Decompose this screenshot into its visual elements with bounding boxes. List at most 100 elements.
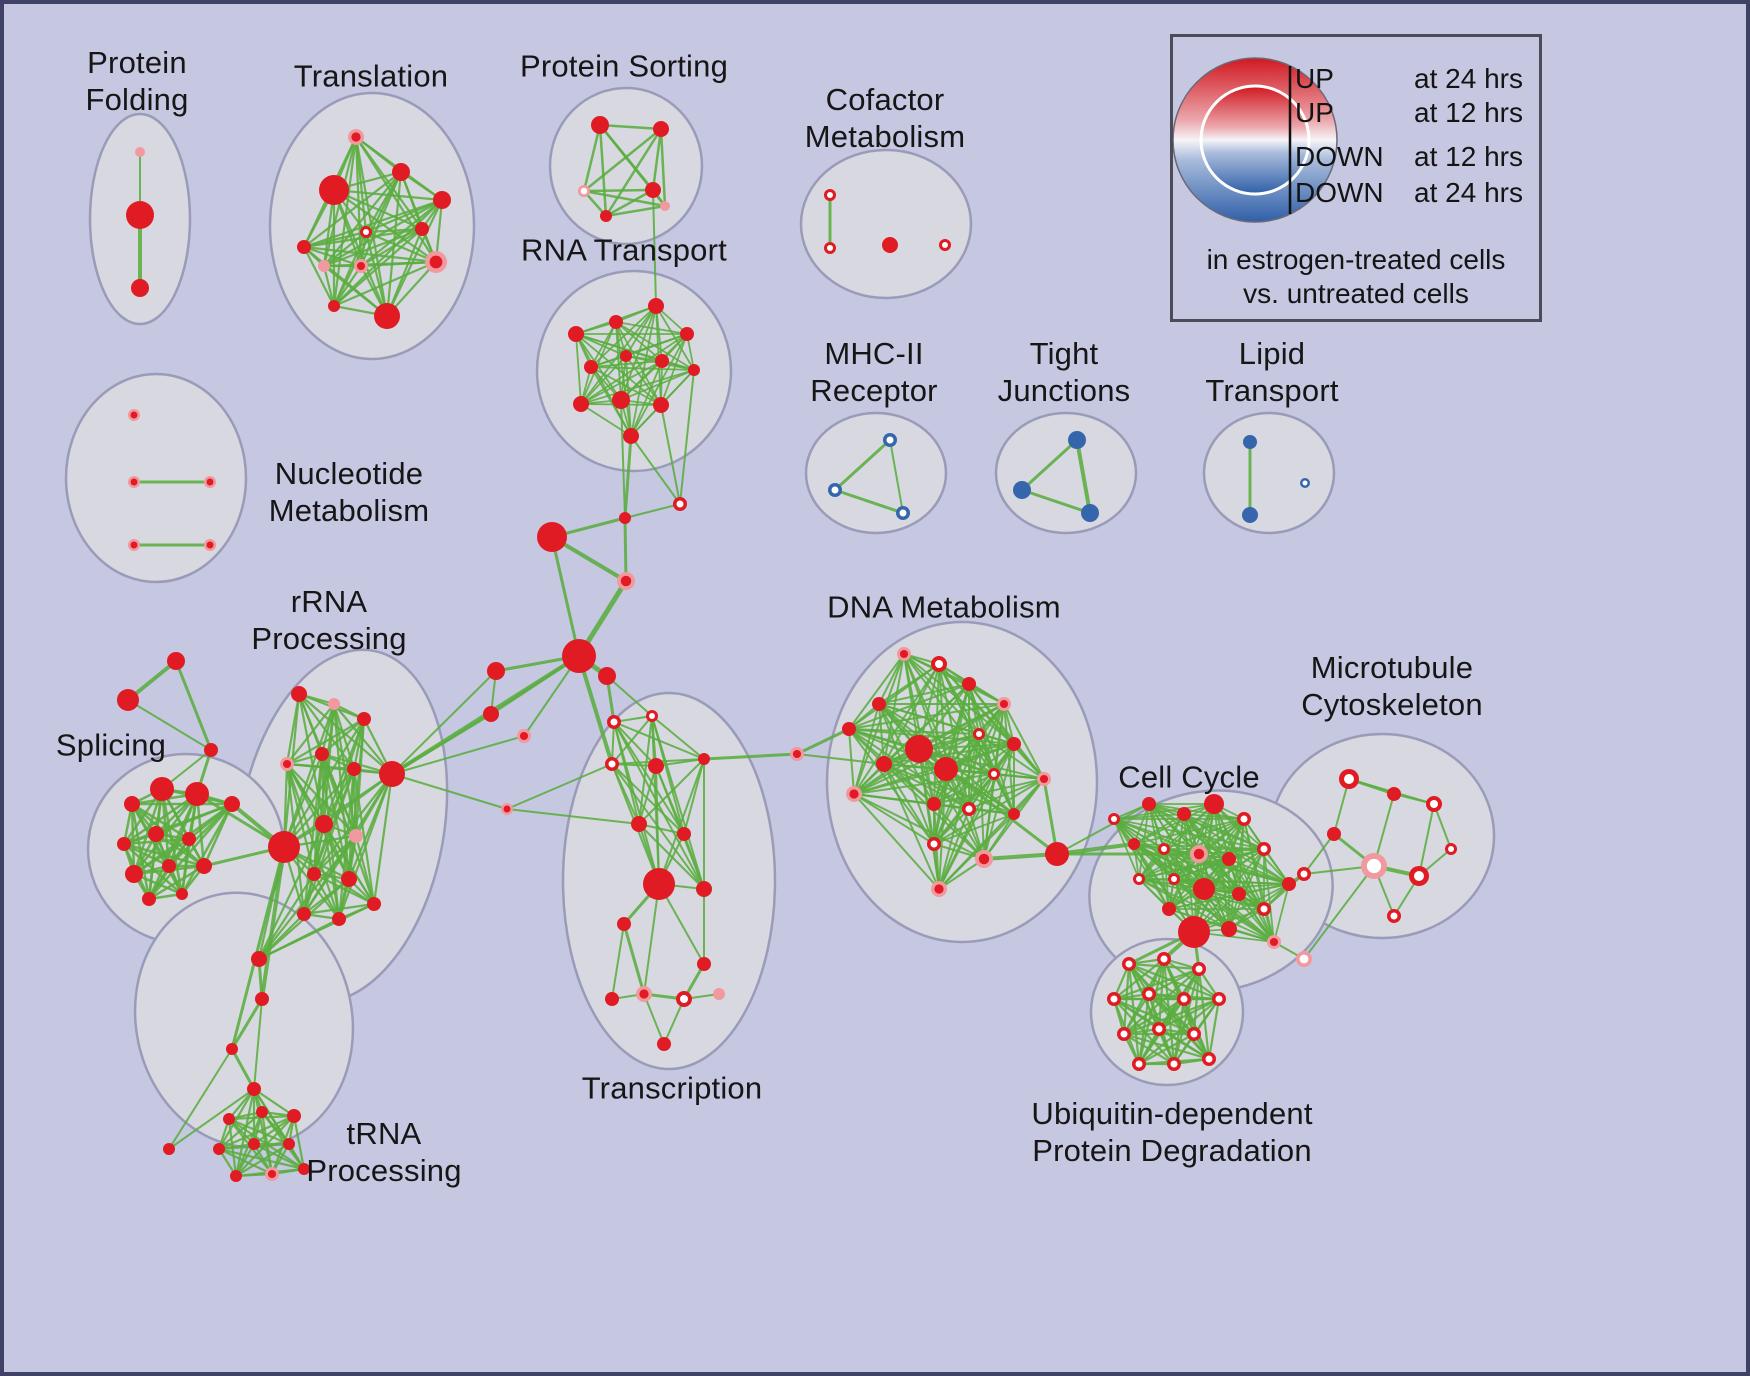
gene-node [487, 662, 505, 680]
edge [1198, 848, 1265, 855]
edge [968, 778, 1045, 810]
gene-node [163, 1143, 175, 1155]
gene-node [1136, 876, 1142, 882]
gene-node [899, 509, 907, 517]
edge [625, 333, 688, 357]
gene-node [130, 541, 138, 549]
edge [354, 834, 376, 906]
edge [285, 702, 336, 766]
gene-node [374, 303, 400, 329]
cluster-label-protein-folding: Protein Folding [85, 44, 189, 117]
gene-node [1125, 960, 1133, 968]
gene-node [1177, 807, 1191, 821]
edge [613, 721, 657, 767]
cluster-label-mhc-ii-receptor: MHC-II Receptor [810, 335, 938, 408]
edge [630, 435, 681, 505]
gene-node [680, 995, 688, 1003]
cluster-label-rrna-processing: rRNA Processing [251, 583, 407, 656]
edge [878, 683, 970, 705]
edge [623, 434, 633, 520]
gene-node [905, 735, 933, 763]
gene-node [124, 796, 140, 812]
gene-node [842, 722, 856, 736]
edge [282, 752, 324, 849]
edge [385, 227, 424, 318]
edge [878, 653, 905, 705]
edge [993, 773, 1045, 780]
legend-direction-down-12: DOWN [1295, 141, 1384, 172]
edge [1133, 818, 1245, 845]
edge [613, 721, 685, 835]
gene-node [226, 1043, 238, 1055]
edge [604, 188, 655, 218]
gene-node [1178, 916, 1210, 948]
gene-node [126, 201, 154, 229]
edge [933, 803, 985, 860]
gene-node [886, 436, 894, 444]
gene-nodes [117, 116, 1457, 1182]
gene-node [1160, 955, 1168, 963]
edge [260, 845, 286, 1001]
gene-node [660, 201, 670, 211]
cluster-label-rna-transport: RNA Transport [521, 232, 727, 268]
gene-node [573, 396, 589, 412]
cluster-label-translation: Translation [293, 58, 449, 94]
gene-node [608, 760, 616, 768]
edge [1112, 957, 1166, 1001]
gene-node [648, 298, 664, 314]
edge [1003, 703, 1015, 815]
edge [359, 260, 438, 268]
gene-node [130, 478, 138, 486]
cluster-label-microtubule-cytoskeleton: Microtubule Cytoskeleton [1301, 649, 1483, 722]
gene-node [125, 865, 143, 883]
gene-node [135, 147, 145, 157]
cluster-ellipse-mhc-ii-receptor [804, 411, 948, 535]
gene-node [248, 1138, 260, 1150]
gene-node [206, 541, 214, 549]
edge [132, 837, 191, 876]
edge [1303, 865, 1375, 960]
gene-node [1299, 954, 1309, 964]
edge [1055, 842, 1136, 856]
edge [1122, 997, 1186, 1036]
legend-time-12-down: at 12 hrs [1414, 141, 1523, 172]
edge [611, 923, 625, 1000]
gene-node [849, 789, 859, 799]
gene-node [328, 300, 340, 312]
gene-node [1161, 846, 1167, 852]
edge [230, 845, 286, 1051]
edge [1133, 803, 1215, 845]
cluster-label-protein-sorting: Protein Sorting [519, 48, 729, 84]
cluster-ellipse-protein-sorting [548, 86, 704, 246]
gene-node [176, 888, 188, 900]
gene-node [677, 827, 691, 841]
legend-up-down-dial [1173, 57, 1338, 223]
edge [1207, 997, 1221, 1061]
gene-node [649, 713, 655, 719]
edge [1172, 967, 1201, 1066]
gene-node [1205, 1055, 1213, 1063]
gene-node [713, 988, 725, 1000]
gene-node [356, 261, 366, 271]
edge [598, 123, 608, 218]
edge [652, 189, 657, 307]
edge [883, 763, 935, 845]
gene-node [1145, 990, 1153, 998]
gene-node [1327, 827, 1341, 841]
gene-node [332, 912, 346, 926]
edge [651, 715, 705, 890]
gene-node [328, 698, 340, 710]
legend-time-24-down: at 24 hrs [1414, 177, 1523, 208]
gene-node [268, 831, 300, 863]
edge [364, 227, 424, 234]
edge [651, 127, 663, 192]
edge [217, 1147, 306, 1171]
legend-footer: in estrogen-treated cells vs. untreated … [1206, 244, 1506, 309]
edge [620, 369, 695, 401]
gene-node [942, 242, 948, 248]
edge [1122, 1032, 1176, 1066]
edge [620, 305, 657, 401]
edge [364, 198, 444, 234]
edge [1238, 893, 1275, 943]
edge [1203, 883, 1290, 890]
